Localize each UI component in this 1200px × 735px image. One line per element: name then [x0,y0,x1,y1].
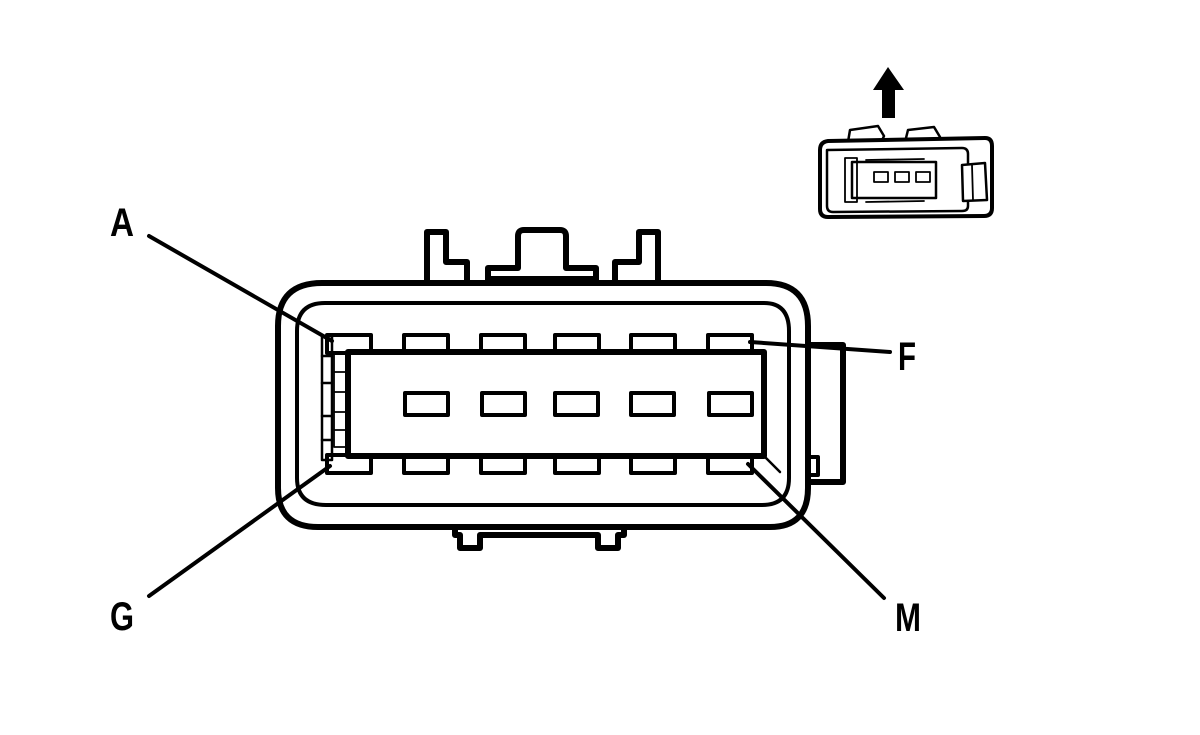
callout-label-m: M [895,596,921,640]
up-arrow-icon [873,67,904,118]
connector-thumbnail-icon [818,67,994,219]
leader-line-a [147,234,334,343]
callout-label-f: F [898,335,916,379]
callout-label-a: A [110,201,134,245]
callout-label-g: G [110,595,134,639]
connector-face [275,227,846,551]
leader-line-g [147,464,332,598]
pin-callouts: A F G M [110,201,921,640]
leader-line-f [748,340,892,354]
center-row-pins [403,391,754,417]
leader-line-m [746,462,886,600]
leader-lines [147,234,892,600]
